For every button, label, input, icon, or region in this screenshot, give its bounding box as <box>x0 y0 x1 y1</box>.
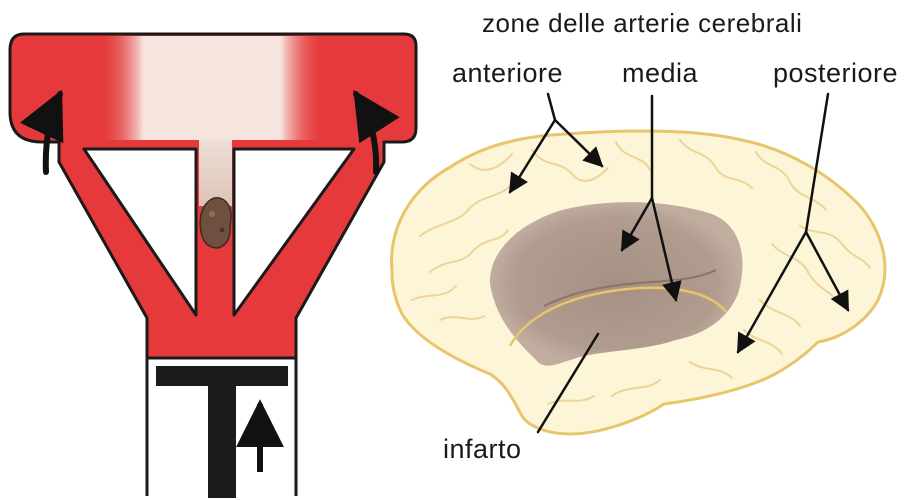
clot-texture <box>209 211 215 217</box>
vessel-model <box>10 34 416 498</box>
label-posteriore: posteriore <box>773 60 898 87</box>
piston <box>156 366 288 498</box>
blocked-channel <box>199 140 232 206</box>
label-infarto: infarto <box>443 436 522 463</box>
label-media: media <box>622 60 698 87</box>
clot-texture <box>220 228 225 233</box>
diagram-title: zone delle arterie cerebrali <box>482 10 802 36</box>
anteriore-leader <box>548 94 555 120</box>
ischemic-zone <box>98 36 326 140</box>
label-anteriore: anteriore <box>452 60 563 87</box>
clot <box>200 198 231 248</box>
